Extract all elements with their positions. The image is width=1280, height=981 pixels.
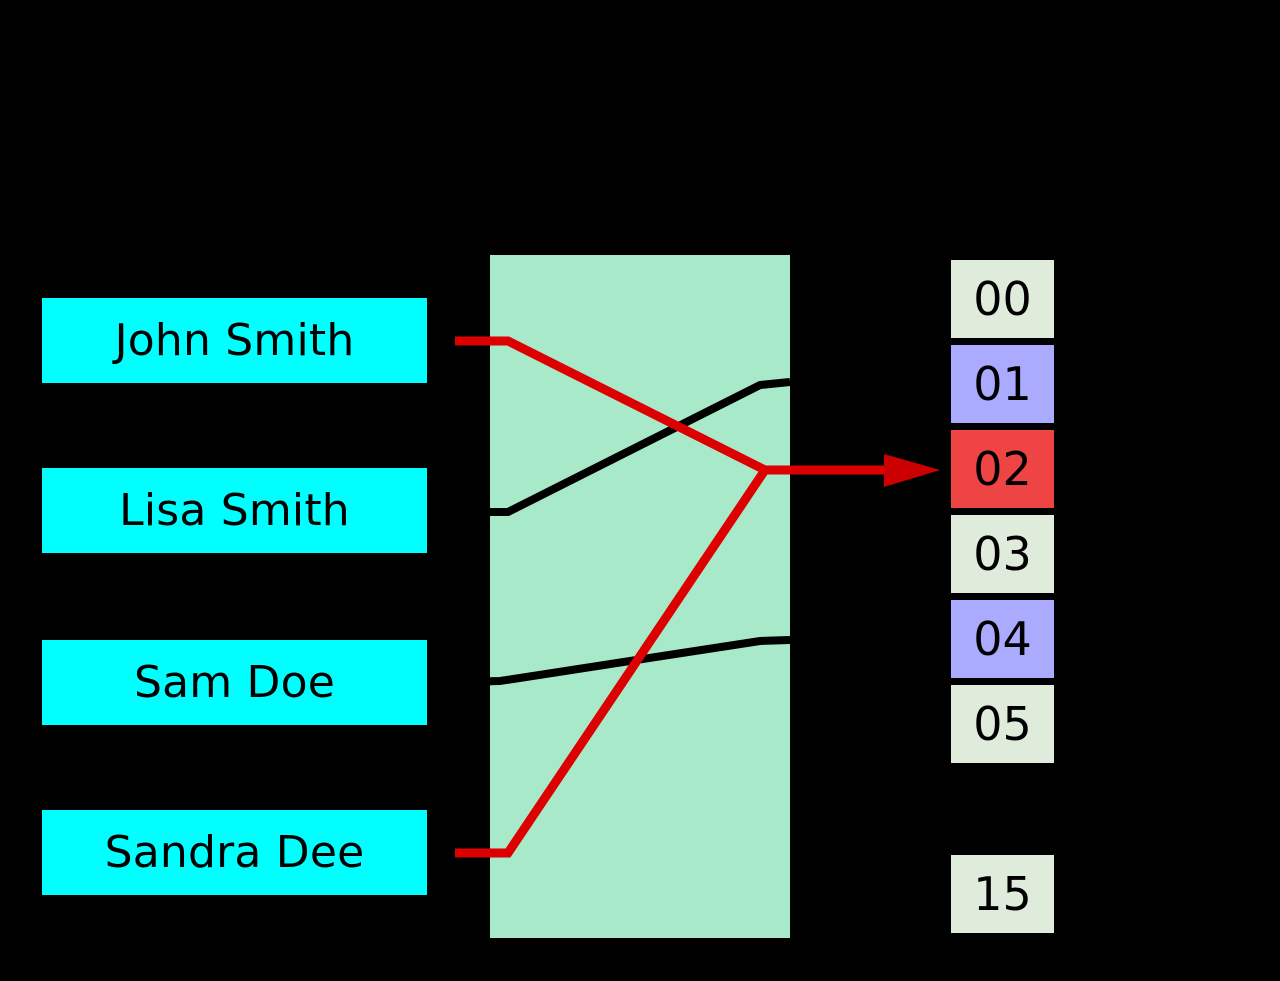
key-label: John Smith (114, 314, 355, 366)
bucket-04[interactable]: 04 (951, 600, 1054, 678)
hash-function-region (490, 255, 790, 938)
bucket-15[interactable]: 15 (951, 855, 1054, 933)
bucket-label: 00 (973, 272, 1032, 326)
bucket-03[interactable]: 03 (951, 515, 1054, 593)
bucket-01[interactable]: 01 (951, 345, 1054, 423)
bucket-label: 03 (973, 527, 1032, 581)
key-box-sandra-dee[interactable]: Sandra Dee (42, 810, 427, 895)
bucket-label: 01 (973, 357, 1032, 411)
key-label: Lisa Smith (119, 484, 350, 536)
bucket-label: 15 (973, 867, 1032, 921)
key-box-john-smith[interactable]: John Smith (42, 298, 427, 383)
key-label: Sam Doe (133, 656, 335, 708)
collision-arrow-head (884, 454, 940, 487)
bucket-02[interactable]: 02 (951, 430, 1054, 508)
bucket-00[interactable]: 00 (951, 260, 1054, 338)
bucket-05[interactable]: 05 (951, 685, 1054, 763)
key-box-lisa-smith[interactable]: Lisa Smith (42, 468, 427, 553)
bucket-label: 02 (973, 442, 1032, 496)
bucket-label: 05 (973, 697, 1032, 751)
key-box-sam-doe[interactable]: Sam Doe (42, 640, 427, 725)
bucket-label: 04 (973, 612, 1032, 666)
key-label: Sandra Dee (104, 826, 365, 878)
